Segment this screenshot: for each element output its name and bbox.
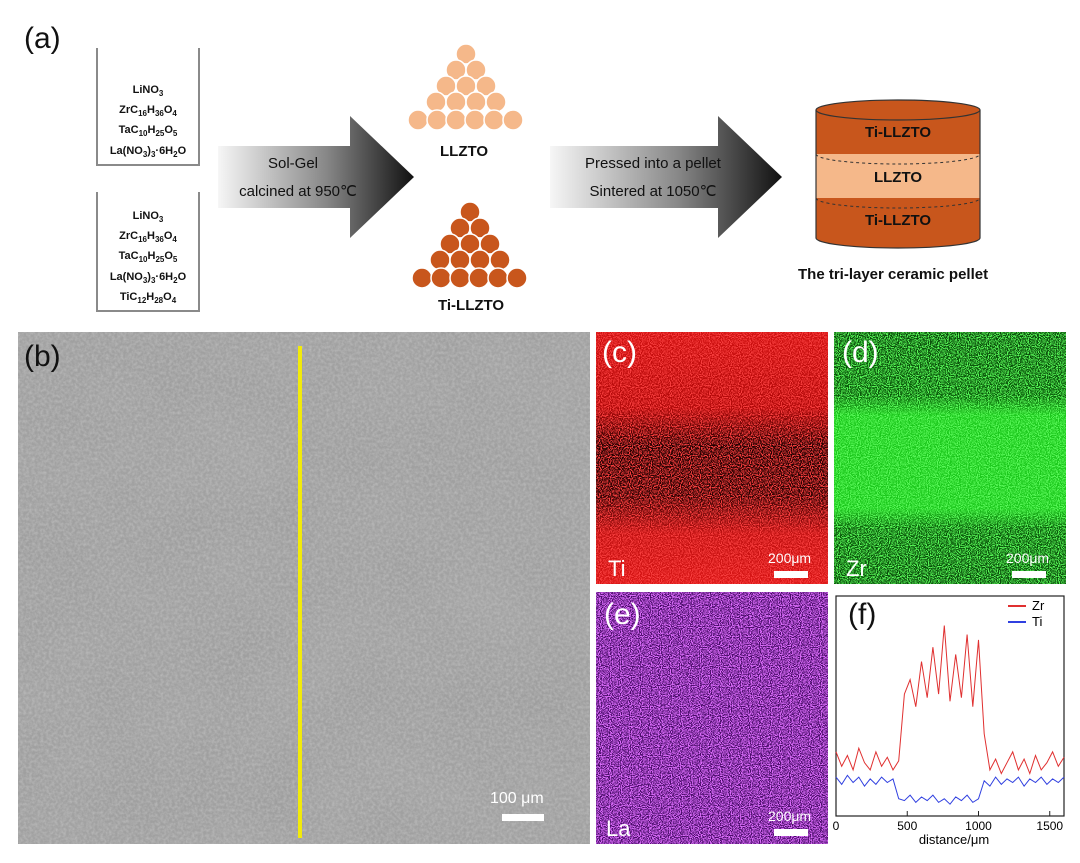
x-tick-label: 500 (897, 819, 917, 833)
precursor-beaker-2: LiNO3 ZrC16H36O4 TaC10H25O5 La(NO3)3·6H2… (96, 192, 200, 312)
precursor-beaker-1: LiNO3 ZrC16H36O4 TaC10H25O5 La(NO3)3·6H2… (96, 48, 200, 166)
panel-label-f: (f) (848, 598, 877, 631)
panel-label-b: (b) (24, 340, 61, 373)
panel-label-e: (e) (604, 598, 641, 631)
ti-scale-label: 200μm (768, 550, 812, 566)
x-tick-label: 1500 (1036, 819, 1063, 833)
tri-layer-pellet (815, 99, 981, 249)
ti-scale-bar (774, 571, 808, 578)
ti-llzto-powder-pile (411, 201, 528, 289)
panel-label-a: (a) (24, 22, 61, 55)
pellet-layer-mid: LLZTO (873, 169, 923, 186)
arrow1-line2: calcined at 950℃ (239, 183, 357, 200)
zr-scale-label: 200μm (1006, 550, 1050, 566)
pellet-caption: The tri-layer ceramic pellet (798, 266, 989, 283)
arrow1-line1: Sol-Gel (267, 155, 319, 172)
beaker1-item: ZrC16H36O4 (119, 104, 177, 119)
pellet-layer-bot: Ti-LLZTO (864, 212, 932, 229)
series-line-zr (835, 625, 1065, 776)
x-tick-label: 1000 (965, 819, 992, 833)
sem-image (18, 332, 590, 844)
beaker2-item: TiC12H28O4 (119, 290, 177, 305)
chart-x-axis-label: distance/μm (919, 832, 989, 847)
ti-eds-map (596, 332, 828, 584)
la-element-label: La (606, 816, 631, 841)
beaker1-item: TaC10H25O5 (118, 124, 178, 139)
la-scale-bar (774, 829, 808, 836)
la-scale-label: 200μm (768, 808, 812, 824)
beaker2-item: TaC10H25O5 (118, 250, 178, 265)
ti-element-label: Ti (608, 556, 626, 581)
panel-label-d: (d) (842, 336, 879, 369)
zr-eds-map (834, 332, 1066, 584)
beaker2-item: LiNO3 (132, 210, 164, 225)
panel-label-c: (c) (602, 336, 637, 369)
beaker1-item: LiNO3 (132, 84, 164, 99)
series-line-ti (835, 774, 1065, 805)
process-arrow-2 (550, 116, 782, 238)
beaker2-item: ZrC16H36O4 (119, 230, 177, 245)
sem-scale-bar (502, 814, 544, 821)
chart-frame (835, 595, 1065, 817)
beaker1-item: La(NO3)3·6H2O (109, 144, 187, 159)
ti-llzto-label: Ti-LLZTO (438, 297, 505, 314)
sem-scale-label: 100 μm (490, 790, 544, 807)
process-arrow-1 (218, 116, 414, 238)
llzto-label: LLZTO (440, 143, 489, 160)
line-scan-marker (298, 346, 302, 838)
legend-label-ti: Ti (1032, 614, 1042, 629)
beaker2-item: La(NO3)3·6H2O (109, 270, 187, 285)
arrow2-line1: Pressed into a pellet (585, 155, 721, 172)
x-tick-label: 0 (833, 819, 840, 833)
zr-scale-bar (1012, 571, 1046, 578)
la-eds-map (596, 592, 828, 844)
pellet-layer-top: Ti-LLZTO (864, 124, 932, 141)
llzto-powder-pile (407, 43, 524, 131)
zr-element-label: Zr (846, 556, 867, 581)
legend-label-zr: Zr (1032, 598, 1045, 613)
arrow2-line2: Sintered at 1050℃ (589, 183, 717, 200)
